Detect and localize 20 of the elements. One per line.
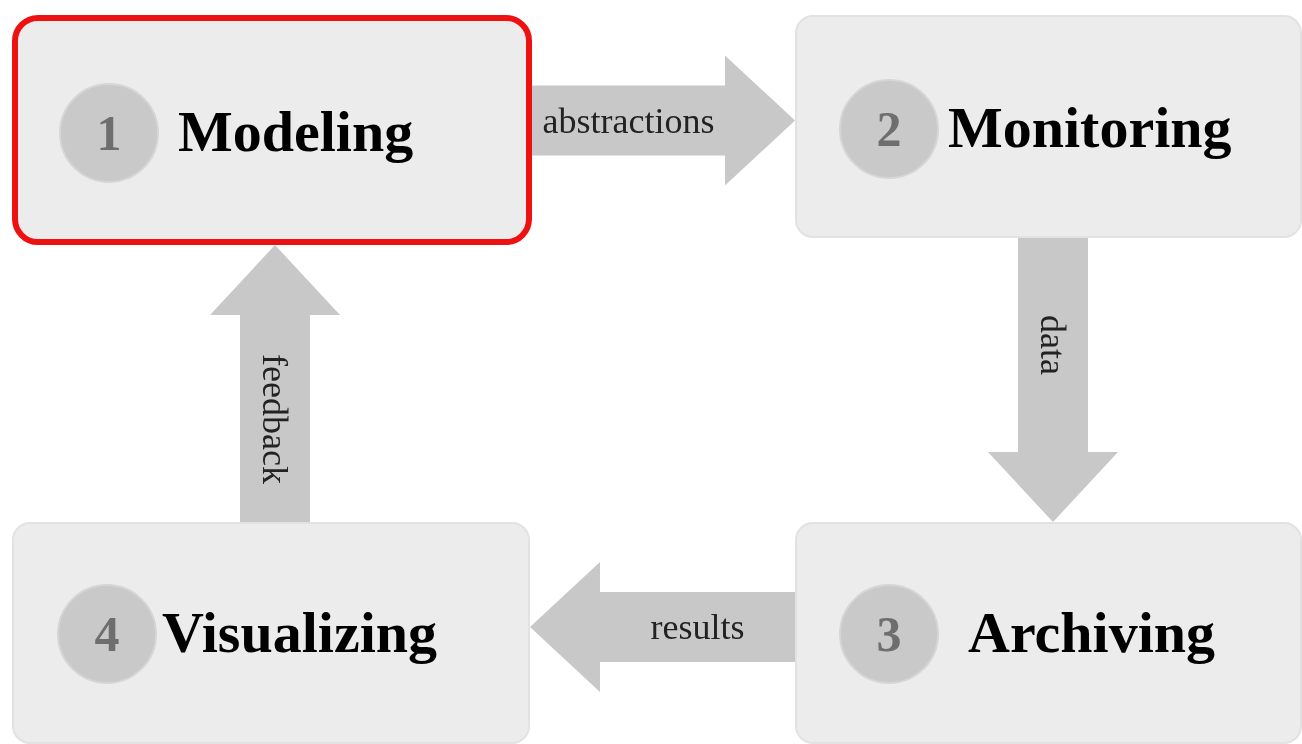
step-title: Monitoring: [948, 94, 1232, 161]
block-arrow: [532, 55, 795, 186]
edge-label: results: [650, 606, 745, 648]
process-box: [795, 15, 1302, 238]
process-box: [12, 522, 530, 744]
block-arrow: [988, 238, 1118, 522]
edge-label: feedback: [253, 353, 296, 484]
process-box: [795, 522, 1302, 744]
block-arrow: [210, 245, 340, 522]
edge-label: abstractions: [542, 99, 715, 142]
step-number-circle: 3: [839, 584, 939, 684]
step-number-circle: 1: [59, 83, 159, 183]
step-title: Archiving: [968, 599, 1216, 666]
step-number-circle: 4: [57, 584, 157, 684]
edge-label: data: [1032, 315, 1074, 375]
block-arrow: [530, 562, 795, 692]
step-title: Visualizing: [162, 599, 438, 666]
step-number-circle: 2: [839, 79, 939, 179]
highlighted-process-box: [12, 15, 532, 245]
step-title: Modeling: [178, 98, 414, 165]
